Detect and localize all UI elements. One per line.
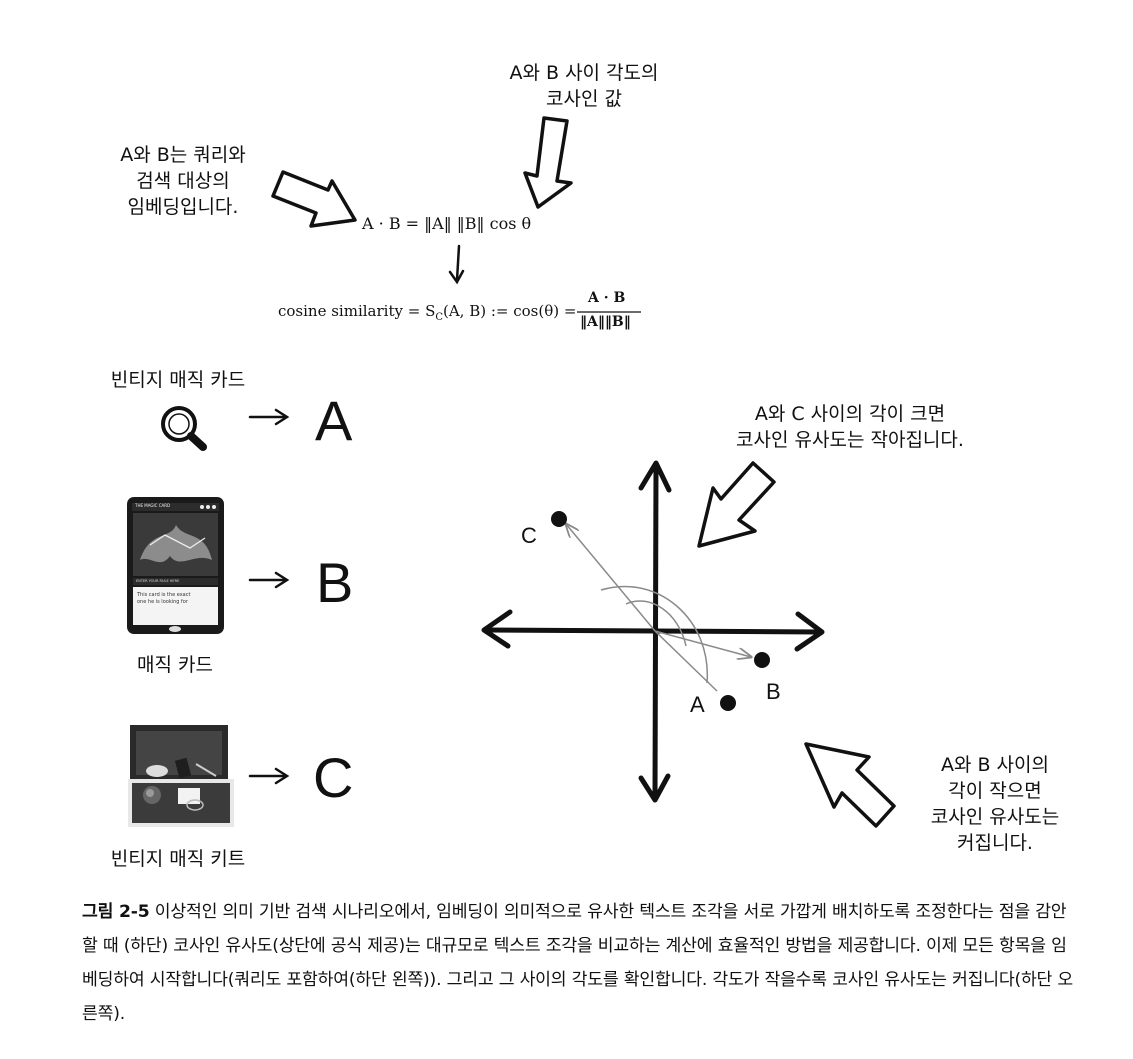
item-arrow-c: [248, 767, 290, 785]
coordinate-axes: [481, 460, 825, 803]
card-title: THE MAGIC CARD: [135, 503, 171, 508]
cosine-similarity-formula: cosine similarity = SC(A, B) := cos(θ) =: [278, 302, 576, 323]
point-label-c: C: [521, 523, 537, 548]
card-type-line: ENTER YOUR RULE HERE: [136, 579, 180, 583]
point-b: [754, 652, 770, 668]
cosine-subscript: C: [435, 312, 443, 323]
caption-label: 그림 2-5: [82, 902, 150, 922]
point-label-b: B: [766, 679, 781, 704]
cosine-numerator: A · B: [588, 290, 626, 306]
card-body-text: This card is the exact one he is looking…: [137, 592, 191, 605]
annotation-cos-angle: A와 B 사이 각도의 코사인 값: [509, 62, 659, 110]
annotation-ab-embeddings: A와 B는 쿼리와 검색 대상의 임베딩입니다.: [120, 144, 246, 218]
label-vintage-magic-card: 빈티지 매직 카드: [110, 369, 246, 391]
cosine-denominator: ‖A‖‖B‖: [580, 314, 631, 330]
item-arrow-a: [248, 408, 290, 426]
item-arrow-b: [248, 571, 290, 589]
dot-product-formula: A · B = ‖A‖ ‖B‖ cos θ: [362, 214, 531, 233]
label-vintage-magic-kit: 빈티지 매직 키트: [110, 848, 246, 870]
letter-a: A: [315, 389, 353, 452]
caption-text: 이상적인 의미 기반 검색 시나리오에서, 임베딩이 의미적으로 유사한 텍스트…: [82, 902, 1074, 1024]
annotation-ac-large-angle: A와 C 사이의 각이 크면 코사인 유사도는 작아집니다.: [736, 403, 964, 451]
annotation-ab-small-angle: A와 B 사이의 각이 작으면 코사인 유사도는 커집니다.: [930, 754, 1060, 854]
cosine-prefix: cosine similarity = S: [278, 302, 436, 320]
magnifier-icon: [161, 406, 207, 451]
figure-caption: 그림 2-5 이상적인 의미 기반 검색 시나리오에서, 임베딩이 의미적으로 …: [82, 895, 1082, 1031]
point-label-a: A: [690, 692, 705, 717]
label-magic-card: 매직 카드: [137, 654, 213, 676]
dot-product-text: A · B = ‖A‖ ‖B‖ cos θ: [362, 214, 532, 233]
magic-kit-photo: [128, 725, 234, 827]
letter-c: C: [313, 746, 354, 809]
hollow-arrow-up-left: [804, 742, 896, 828]
hollow-arrow-down: [523, 116, 573, 209]
vector-lines: [566, 524, 751, 692]
point-c: [551, 511, 567, 527]
cosine-middle: (A, B) := cos(θ) =: [443, 302, 577, 320]
hollow-arrow-right: [271, 170, 357, 228]
point-a: [720, 695, 736, 711]
magic-card-icon: [127, 497, 224, 634]
hollow-arrow-down-left: [697, 461, 776, 548]
letter-b: B: [316, 551, 354, 614]
formula-down-arrow: [448, 244, 465, 285]
